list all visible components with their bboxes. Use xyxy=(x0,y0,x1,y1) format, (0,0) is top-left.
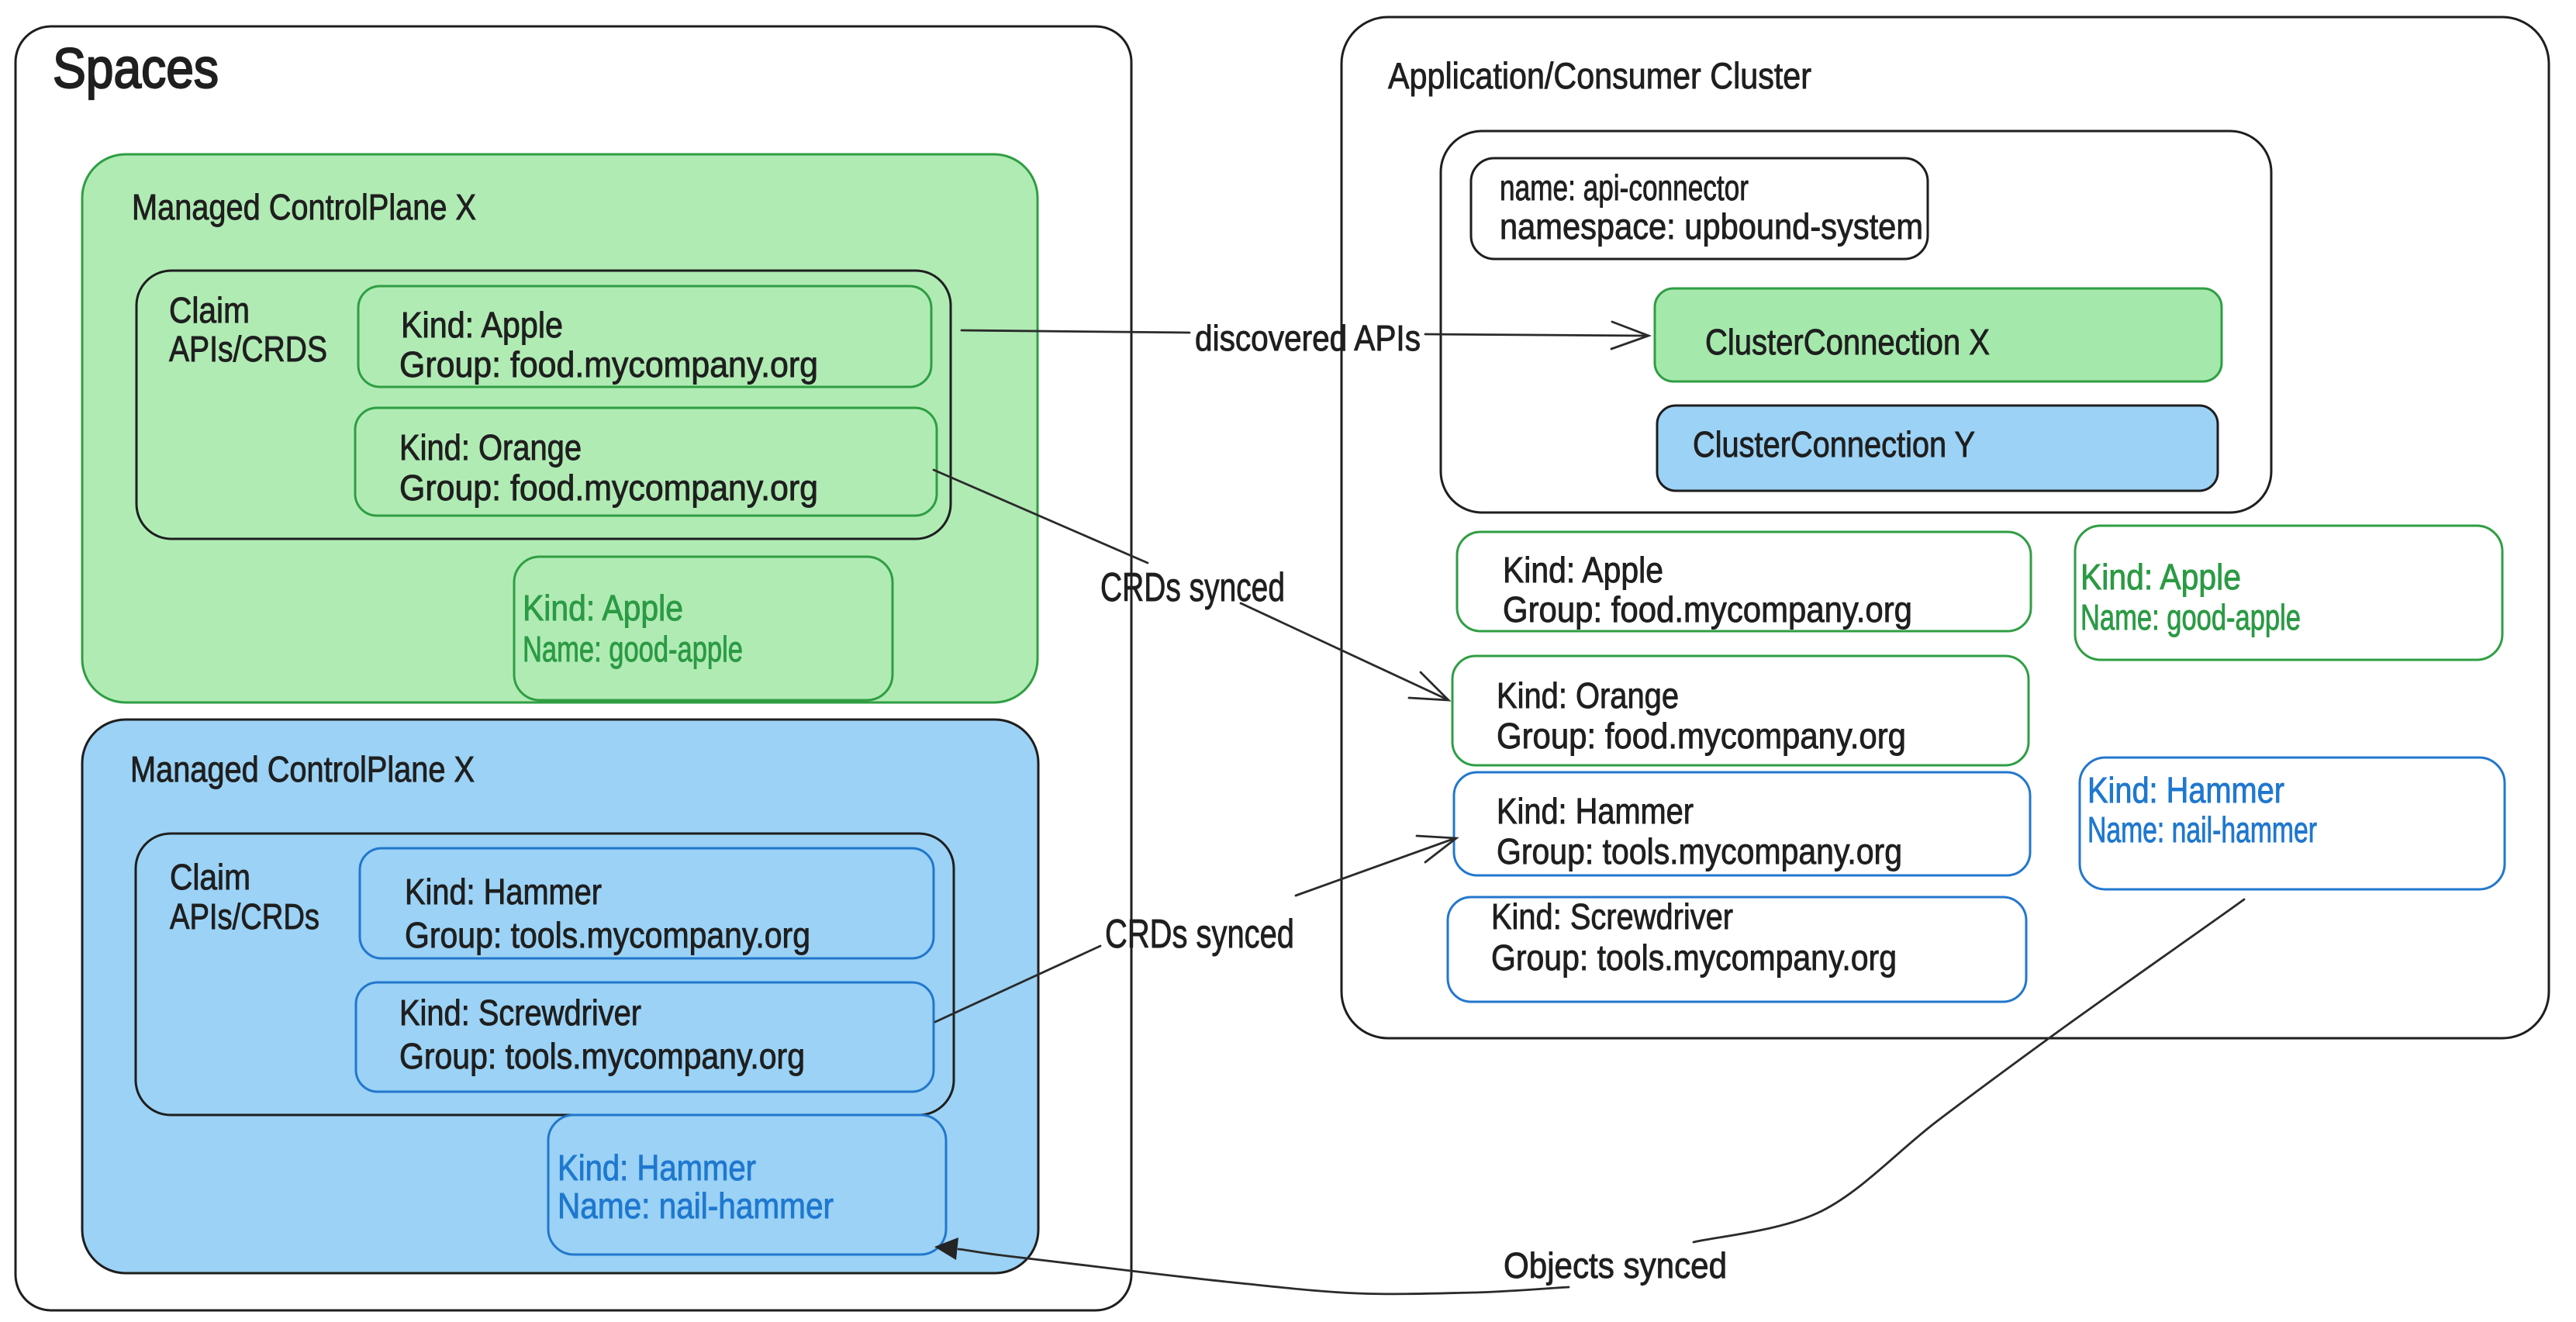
svg-text:Kind: Hammer: Kind: Hammer xyxy=(558,1148,756,1188)
svg-text:Managed ControlPlane X: Managed ControlPlane X xyxy=(132,187,476,227)
svg-text:Application/Consumer Cluster: Application/Consumer Cluster xyxy=(1388,55,1811,96)
svg-text:Kind: Apple: Kind: Apple xyxy=(1503,550,1663,590)
svg-text:ClusterConnection Y: ClusterConnection Y xyxy=(1693,424,1975,464)
svg-text:ClusterConnection X: ClusterConnection X xyxy=(1705,322,1990,362)
svg-text:Kind: Apple: Kind: Apple xyxy=(523,588,683,628)
svg-text:Claim: Claim xyxy=(170,857,250,897)
svg-text:Group: food.mycompany.org: Group: food.mycompany.org xyxy=(1503,589,1912,630)
svg-text:Group: tools.mycompany.org: Group: tools.mycompany.org xyxy=(1497,831,1902,872)
svg-text:name: api-connector: name: api-connector xyxy=(1500,167,1749,208)
svg-text:Kind: Hammer: Kind: Hammer xyxy=(1497,791,1694,831)
svg-text:APIs/CRDS: APIs/CRDS xyxy=(169,329,327,369)
svg-text:Kind: Hammer: Kind: Hammer xyxy=(405,872,602,912)
svg-text:Name: nail-hammer: Name: nail-hammer xyxy=(2087,809,2317,850)
svg-text:Kind: Apple: Kind: Apple xyxy=(2080,557,2241,597)
svg-text:Kind: Apple: Kind: Apple xyxy=(401,305,563,345)
svg-text:Name: nail-hammer: Name: nail-hammer xyxy=(558,1186,834,1226)
svg-text:Spaces: Spaces xyxy=(53,38,219,100)
svg-text:Kind: Screwdriver: Kind: Screwdriver xyxy=(1491,896,1733,937)
svg-text:Group: food.mycompany.org: Group: food.mycompany.org xyxy=(1497,716,1906,756)
svg-text:Claim: Claim xyxy=(169,290,250,330)
svg-text:CRDs synced: CRDs synced xyxy=(1100,565,1285,610)
svg-text:namespace: upbound-system: namespace: upbound-system xyxy=(1500,206,1923,247)
svg-text:Managed ControlPlane X: Managed ControlPlane X xyxy=(130,749,475,789)
svg-text:APIs/CRDs: APIs/CRDs xyxy=(170,896,319,937)
svg-text:Kind: Hammer: Kind: Hammer xyxy=(2087,770,2284,810)
svg-text:Group: food.mycompany.org: Group: food.mycompany.org xyxy=(399,344,818,385)
svg-text:Group: tools.mycompany.org: Group: tools.mycompany.org xyxy=(399,1036,805,1076)
svg-text:Kind: Screwdriver: Kind: Screwdriver xyxy=(399,992,641,1033)
svg-text:Kind: Orange: Kind: Orange xyxy=(399,427,582,468)
svg-text:Kind: Orange: Kind: Orange xyxy=(1497,675,1679,716)
svg-text:Group: tools.mycompany.org: Group: tools.mycompany.org xyxy=(1491,937,1897,978)
svg-text:Group: tools.mycompany.org: Group: tools.mycompany.org xyxy=(405,915,810,955)
svg-text:Name: good-apple: Name: good-apple xyxy=(2080,597,2301,637)
svg-text:discovered APIs: discovered APIs xyxy=(1195,318,1421,358)
svg-text:Name: good-apple: Name: good-apple xyxy=(523,629,743,669)
svg-text:Objects synced: Objects synced xyxy=(1504,1245,1727,1286)
svg-text:Group: food.mycompany.org: Group: food.mycompany.org xyxy=(399,468,818,508)
svg-text:CRDs synced: CRDs synced xyxy=(1105,912,1294,957)
